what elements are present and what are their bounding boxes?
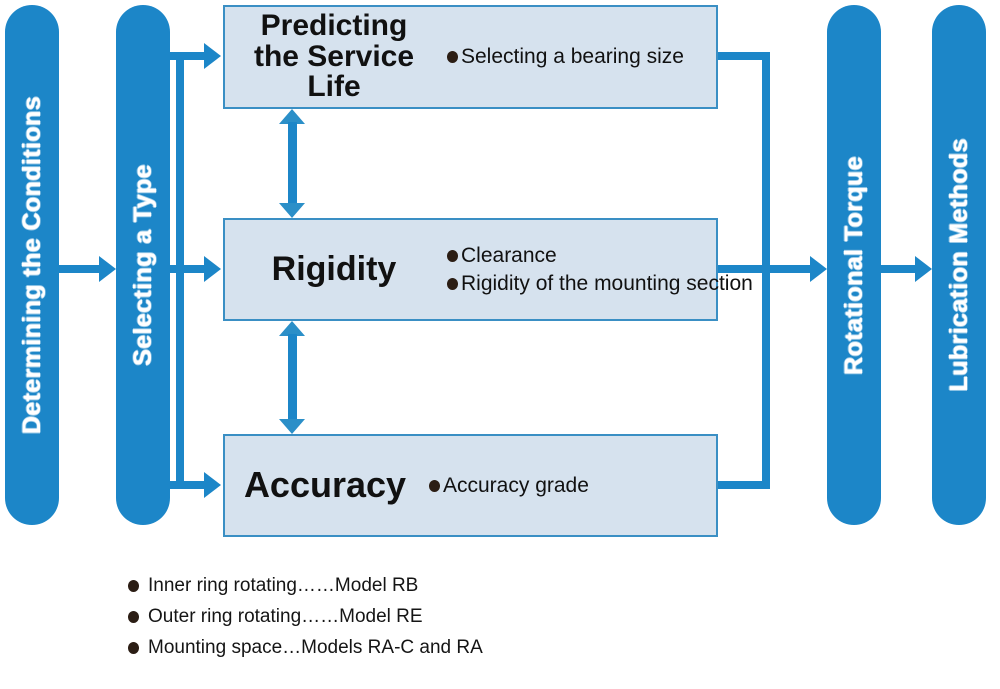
legend-item-label: Outer ring rotating……Model RE	[148, 605, 423, 627]
bullet-dot-icon	[128, 641, 139, 654]
arrowhead-bus-to-stage3	[810, 256, 827, 282]
connector-stage2-branch-riser	[176, 52, 184, 270]
criteria-bullet: Accuracy grade	[429, 474, 716, 498]
legend-item: Outer ring rotating……Model RE	[128, 601, 648, 632]
stage-pill-determining-the-conditions[interactable]: Determining the Conditions	[5, 5, 59, 525]
criteria-bullet-label: Clearance	[461, 243, 557, 267]
stage-pill-lubrication-methods[interactable]: Lubrication Methods	[932, 5, 986, 525]
criteria-bullet-label: Rigidity of the mounting section	[461, 271, 753, 295]
criteria-bullet: Rigidity of the mounting section	[447, 272, 753, 296]
criteria-box-rigidity[interactable]: Rigidity Clearance Rigidity of the mount…	[223, 218, 753, 321]
connector-box2-box3	[288, 334, 297, 421]
criteria-box-bullets: Clearance Rigidity of the mounting secti…	[443, 244, 753, 296]
arrowhead-stage2-to-box1	[204, 43, 221, 69]
arrowhead-stage2-to-box3	[204, 472, 221, 498]
stage-pill-label: Selecting a Type	[128, 164, 157, 366]
criteria-box-title: Accuracy	[243, 464, 407, 506]
criteria-box-title: Predicting the Service Life	[253, 9, 415, 104]
legend-item-label: Mounting space…Models RA-C and RA	[148, 636, 483, 658]
criteria-box-bullets: Accuracy grade	[425, 474, 716, 498]
arrowhead-stage3-to-stage4	[915, 256, 932, 282]
connector-box1-box2	[288, 122, 297, 205]
arrowhead-stage1-to-stage2	[99, 256, 116, 282]
bullet-dot-icon	[447, 249, 458, 262]
criteria-bullet: Clearance	[447, 244, 753, 268]
connector-stage2-branch-dropper	[176, 269, 184, 485]
arrowhead-box2-box3-up	[279, 321, 305, 336]
arrowhead-box1-box2-up	[279, 109, 305, 124]
arrowhead-box1-box2-down	[279, 203, 305, 218]
connector-stage3-to-stage4	[881, 265, 917, 273]
connector-stage2-to-box1	[170, 52, 206, 60]
stage-pill-selecting-a-type[interactable]: Selecting a Type	[116, 5, 170, 525]
connector-stage2-to-box3	[170, 481, 206, 489]
legend: Inner ring rotating……Model RB Outer ring…	[128, 570, 648, 663]
stage-pill-label: Rotational Torque	[839, 155, 868, 375]
legend-item: Inner ring rotating……Model RB	[128, 570, 648, 601]
bullet-dot-icon	[447, 51, 458, 63]
legend-item: Mounting space…Models RA-C and RA	[128, 632, 648, 663]
criteria-box-predicting-the-service-life[interactable]: Predicting the Service Life Selecting a …	[223, 5, 718, 109]
connector-stage2-to-box2	[170, 265, 206, 273]
arrowhead-stage2-to-box2	[204, 256, 221, 282]
criteria-box-accuracy[interactable]: Accuracy Accuracy grade	[223, 434, 718, 537]
stage-pill-label: Determining the Conditions	[17, 95, 46, 435]
bullet-dot-icon	[128, 579, 139, 592]
criteria-bullet-label: Selecting a bearing size	[461, 45, 684, 68]
bullet-dot-icon	[429, 479, 440, 492]
arrowhead-box2-box3-down	[279, 419, 305, 434]
bullet-dot-icon	[128, 610, 139, 623]
criteria-box-title: Rigidity	[271, 250, 397, 289]
criteria-box-bullets: Selecting a bearing size	[443, 45, 716, 69]
criteria-bullet: Selecting a bearing size	[447, 45, 716, 69]
connector-bus-to-stage3	[762, 265, 812, 273]
stage-pill-rotational-torque[interactable]: Rotational Torque	[827, 5, 881, 525]
connector-box3-to-bus	[718, 481, 770, 489]
stage-pill-label: Lubrication Methods	[944, 138, 973, 392]
connector-stage1-to-stage2	[59, 265, 99, 273]
bullet-dot-icon	[447, 277, 458, 290]
connector-box1-to-bus	[718, 52, 770, 60]
criteria-bullet-label: Accuracy grade	[443, 473, 589, 497]
legend-item-label: Inner ring rotating……Model RB	[148, 574, 419, 596]
connector-box2-to-bus	[718, 265, 770, 273]
